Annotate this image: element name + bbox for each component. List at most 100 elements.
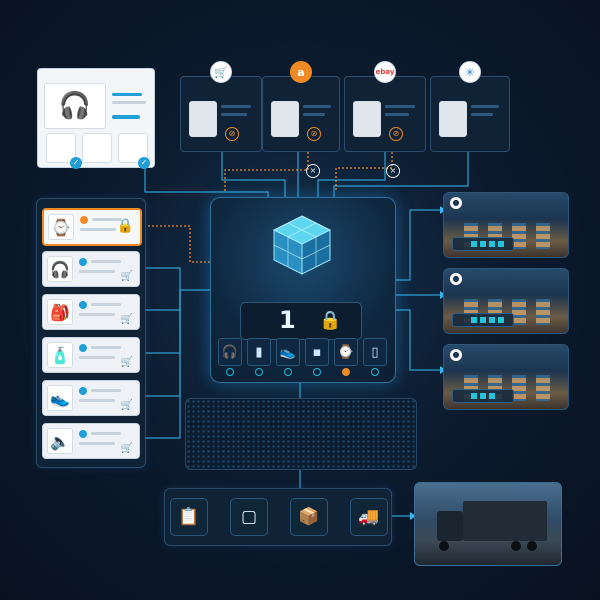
ebay-logo: ebay — [374, 61, 396, 83]
location-pin-icon: ● — [450, 197, 462, 209]
lock-icon: 🔒 — [319, 310, 342, 331]
watch-icon[interactable]: ⌚ — [334, 338, 358, 366]
row-line — [79, 399, 115, 402]
marketplace-card-ebay[interactable]: ebay ⊘ — [344, 61, 426, 152]
product-row-watch[interactable]: ⌚ 🔒 — [42, 208, 142, 246]
watch-icon: ⌚ — [48, 214, 74, 240]
status-dot — [284, 368, 292, 376]
sync-blocked-icon: × — [306, 164, 320, 178]
product-row-headphones[interactable]: 🎧 🛒 — [42, 251, 140, 287]
thumb-sneaker — [82, 133, 112, 163]
clipboard-icon: 📋 — [170, 498, 208, 536]
check-icon: ✓ — [70, 157, 82, 169]
user-icon — [79, 430, 87, 438]
stock-level-bar — [452, 313, 514, 327]
listing-line — [385, 105, 415, 108]
walmart-badge-text: ✳ — [465, 65, 475, 79]
truck-icon: 🚚 — [350, 498, 388, 536]
warehouse-1[interactable]: ● — [443, 192, 569, 258]
headphones-icon: 🎧 — [47, 256, 73, 282]
listing-line — [221, 105, 251, 108]
user-icon — [79, 387, 87, 395]
cart-icon: 🛒 — [120, 357, 133, 368]
row-line — [91, 303, 121, 306]
user-icon — [79, 301, 87, 309]
product-row-bottle[interactable]: 🧴 🛒 — [42, 337, 140, 373]
truck-wheel — [527, 541, 537, 551]
product-detail-line — [112, 101, 146, 104]
stock-counter: 1 🔒 — [240, 302, 362, 340]
product-row-sneaker[interactable]: 👟 🛒 — [42, 380, 140, 416]
amazon-badge-text: a — [297, 65, 305, 79]
cart-icon: 🛒 — [120, 271, 133, 282]
row-line — [80, 228, 116, 231]
no-stock-icon: ⊘ — [389, 127, 403, 141]
watch-listing-image — [189, 101, 217, 137]
amazon-logo: a — [290, 61, 312, 83]
marketplace-card-walmart[interactable]: ✳ — [430, 61, 510, 152]
warehouse-2[interactable]: ● — [443, 268, 569, 334]
row-line — [91, 389, 121, 392]
watch-listing-image — [439, 101, 467, 137]
stock-count: 1 — [279, 306, 296, 334]
cube-icon[interactable]: ▪ — [305, 338, 329, 366]
check-icon: ✓ — [138, 157, 150, 169]
user-icon — [80, 216, 88, 224]
cube-icon — [272, 215, 332, 275]
watch-listing-image — [353, 101, 381, 137]
warehouse-3[interactable]: ● — [443, 344, 569, 410]
stock-level-bar — [452, 237, 514, 251]
row-line — [79, 356, 115, 359]
row-line — [91, 346, 121, 349]
location-pin-icon: ● — [450, 273, 462, 285]
listing-line — [385, 113, 409, 116]
row-line — [79, 270, 115, 273]
stock-level-bar — [452, 389, 514, 403]
no-stock-icon: ⊘ — [307, 127, 321, 141]
sneaker-icon: 👟 — [47, 385, 73, 411]
no-stock-icon: ⊘ — [225, 127, 239, 141]
truck-wheel — [439, 541, 449, 551]
bottle-icon[interactable]: ▯ — [363, 338, 387, 366]
storefront-product-page: 🎧 ✓ ✓ — [37, 68, 155, 169]
row-line — [91, 432, 121, 435]
status-dot-alert — [342, 368, 350, 376]
marketplace-card-amazon[interactable]: a ⊘ — [262, 61, 340, 152]
product-row-speaker[interactable]: 🔈 🛒 — [42, 423, 140, 459]
status-dot — [371, 368, 379, 376]
add-to-cart-line — [112, 115, 140, 119]
bottle-icon: 🧴 — [47, 342, 73, 368]
delivery-truck-image — [414, 482, 562, 566]
speaker-icon[interactable]: ▮ — [247, 338, 271, 366]
product-row-backpack[interactable]: 🎒 🛒 — [42, 294, 140, 330]
headphones-icon[interactable]: 🎧 — [218, 338, 242, 366]
listing-line — [471, 113, 493, 116]
product-title-line — [112, 93, 142, 96]
package-icon: 📦 — [290, 498, 328, 536]
backpack-icon: 🎒 — [47, 299, 73, 325]
listing-line — [471, 105, 499, 108]
speaker-icon: 🔈 — [47, 428, 73, 454]
headphones-icon: 🎧 — [58, 91, 92, 121]
cart-icon: 🛒 — [120, 400, 133, 411]
user-icon — [79, 344, 87, 352]
cart-icon: 🛒 — [120, 314, 133, 325]
watch-listing-image — [271, 101, 299, 137]
cart-icon: 🛒 — [120, 443, 133, 454]
sneaker-icon[interactable]: 👟 — [276, 338, 300, 366]
open-box-icon: ▢ — [230, 498, 268, 536]
location-pin-icon: ● — [450, 349, 462, 361]
inventory-strip: 🎧 ▮ 👟 ▪ ⌚ ▯ — [214, 338, 390, 378]
status-dot — [255, 368, 263, 376]
marketplace-card-shop[interactable]: 🛒 ⊘ — [180, 61, 262, 152]
walmart-logo: ✳ — [459, 61, 481, 83]
listing-line — [303, 105, 331, 108]
row-line — [79, 313, 115, 316]
product-main-image: 🎧 — [44, 83, 106, 129]
row-line — [92, 218, 122, 221]
truck-wheel — [511, 541, 521, 551]
row-line — [79, 442, 115, 445]
row-line — [91, 260, 121, 263]
sync-blocked-icon: × — [386, 164, 400, 178]
